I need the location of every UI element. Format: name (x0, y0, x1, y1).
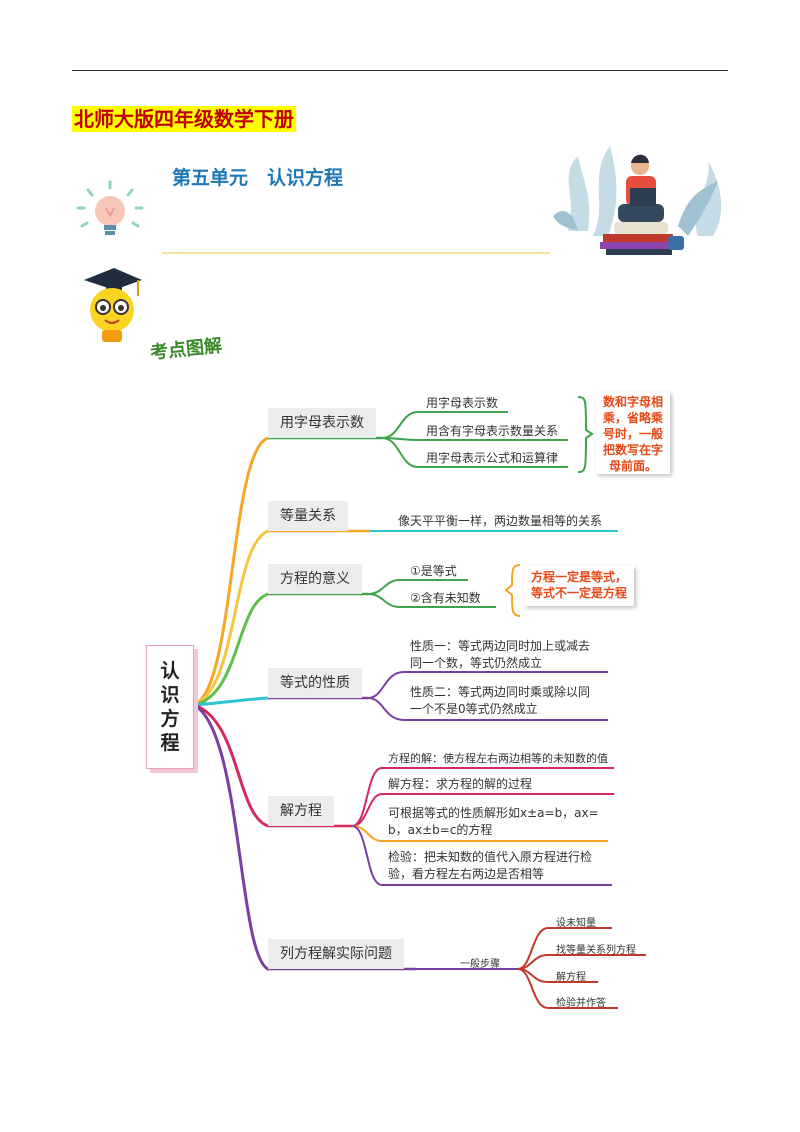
owl-mascot-icon (84, 268, 142, 342)
leaf-property-1: 性质一：等式两边同时加上或减去 同一个数，等式仍然成立 (410, 638, 610, 672)
student-reading-illustration (553, 146, 722, 255)
leaf-line: b，ax±b=c的方程 (388, 823, 493, 837)
leaf-letters-3: 用字母表示公式和运算律 (426, 451, 559, 465)
note-line: 乘，省略乘 (602, 411, 663, 425)
branch-equality: 等量关系 (268, 501, 348, 531)
central-char: 认 (160, 660, 180, 682)
leaf-solving-3: 可根据等式的性质解形如x±a=b，ax= b，ax±b=c的方程 (388, 805, 608, 839)
leaf-solving-4: 检验：把未知数的值代入原方程进行检 验，看方程左右两边是否相等 (388, 849, 612, 883)
leaf-line: 检验：把未知数的值代入原方程进行检 (388, 850, 593, 864)
leaf-solving-2: 解方程：求方程的解的过程 (388, 776, 532, 793)
leaf-line: 验，看方程左右两边是否相等 (388, 867, 545, 881)
branch-solving: 解方程 (268, 796, 334, 826)
leaf-meaning-2: ②含有未知数 (410, 591, 481, 605)
branch-meaning: 方程的意义 (268, 564, 362, 594)
leaf-solving-1: 方程的解：使方程左右两边相等的未知数的值 (388, 750, 608, 767)
leaf-line: 性质一：等式两边同时加上或减去 (410, 639, 591, 653)
leaf-steps-label: 一般步骤 (460, 959, 500, 970)
leaf-line: 方程的解：使方程左右两边相等的未知数的值 (388, 752, 608, 765)
note-line: 把数写在字 (602, 443, 663, 457)
unit-title: 第五单元 认识方程 (172, 167, 344, 189)
leaf-property-2: 性质二：等式两边同时乘或除以同 一个不是0等式仍然成立 (410, 684, 610, 718)
leaf-letters-2: 用含有字母表示数量关系 (426, 424, 559, 438)
central-char: 识 (160, 684, 180, 706)
top-rule (72, 70, 728, 71)
central-char: 程 (160, 732, 180, 754)
note-line: 母前面。 (608, 459, 657, 473)
leaf-line: 同一个数，等式仍然成立 (410, 656, 543, 670)
leaf-line: 一个不是0等式仍然成立 (410, 702, 538, 716)
leaf-equality: 像天平平衡一样，两边数量相等的关系 (398, 514, 603, 528)
leaf-step-2: 找等量关系列方程 (556, 945, 636, 956)
title-underline (162, 252, 550, 254)
book-title: 北师大版四年级数学下册 (72, 106, 296, 132)
leaf-letters-1: 用字母表示数 (426, 396, 499, 410)
note-line: 方程一定是等式， (530, 570, 627, 584)
note-line: 数和字母相 (602, 395, 663, 409)
leaf-line: 性质二：等式两边同时乘或除以同 (410, 685, 591, 699)
lightbulb-icon (76, 180, 144, 235)
note-letters: 数和字母相 乘，省略乘 号时，一般 把数写在字 母前面。 (596, 392, 670, 474)
central-char: 方 (160, 708, 180, 730)
note-line: 等式不一定是方程 (530, 586, 627, 600)
leaf-line: 可根据等式的性质解形如x±a=b，ax= (388, 806, 599, 820)
note-line: 号时，一般 (602, 427, 663, 441)
leaf-step-3: 解方程 (556, 972, 586, 983)
note-meaning: 方程一定是等式， 等式不一定是方程 (524, 566, 634, 606)
leaf-step-1: 设未知量 (556, 918, 596, 929)
leaf-line: 解方程：求方程的解的过程 (388, 777, 533, 791)
branch-letters: 用字母表示数 (268, 408, 376, 438)
leaf-meaning-1: ①是等式 (410, 564, 457, 578)
branch-properties: 等式的性质 (268, 668, 362, 698)
central-node: 认 识 方 程 (146, 645, 194, 769)
branch-word-problems: 列方程解实际问题 (268, 939, 404, 969)
leaf-step-4: 检验并作答 (556, 998, 606, 1009)
